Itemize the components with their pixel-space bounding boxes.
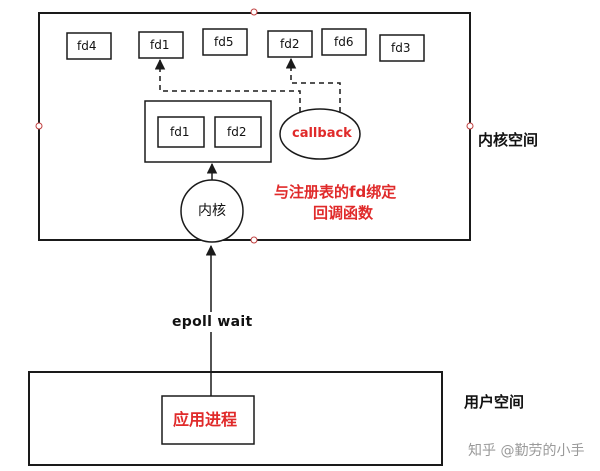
app-process-label: 应用进程 <box>173 410 238 429</box>
handle-right <box>466 122 474 130</box>
callback-note-line2: 回调函数 <box>313 204 374 222</box>
fd-box-fd4 <box>66 32 112 60</box>
dashed-link-fd2 <box>285 57 341 112</box>
fd-label-fd1: fd1 <box>150 38 170 52</box>
kernel-space-label: 内核空间 <box>478 131 539 149</box>
callback-label: callback <box>292 126 352 141</box>
user-space-label: 用户空间 <box>464 393 525 411</box>
fd-box-fd3 <box>379 34 425 62</box>
handle-left <box>35 122 43 130</box>
dashed-link-fd1 <box>154 58 301 112</box>
epoll-label-bg <box>168 312 254 332</box>
handle-top <box>250 8 258 16</box>
fd-label-fd3: fd3 <box>391 41 411 55</box>
fd-label-fd2: fd2 <box>280 37 300 51</box>
kernel-core-label: 内核 <box>198 203 226 219</box>
fd-box-fd1 <box>138 31 184 59</box>
fd-label-fd4: fd4 <box>77 39 97 53</box>
fd-box-fd5 <box>202 28 248 56</box>
bound-fd-label-fd2: fd2 <box>227 125 247 139</box>
bound-fd-label-fd1: fd1 <box>170 125 190 139</box>
fd-box-fd2 <box>267 30 313 58</box>
callback-note-line1: 与注册表的fd绑定 <box>274 183 397 201</box>
epoll-wait-label: epoll wait <box>172 314 253 330</box>
callback-ellipse <box>279 108 361 160</box>
bound-fd-box-fd1 <box>157 116 205 148</box>
fd-label-fd6: fd6 <box>334 35 354 49</box>
handle-bottom <box>250 236 258 244</box>
watermark: 知乎 @勤劳的小手 <box>468 443 585 459</box>
fd-box-fd6 <box>321 28 367 56</box>
app-process-box <box>161 395 255 445</box>
user-space-box <box>28 371 443 466</box>
fd-label-fd5: fd5 <box>214 35 234 49</box>
bound-fd-box-fd2 <box>214 116 262 148</box>
